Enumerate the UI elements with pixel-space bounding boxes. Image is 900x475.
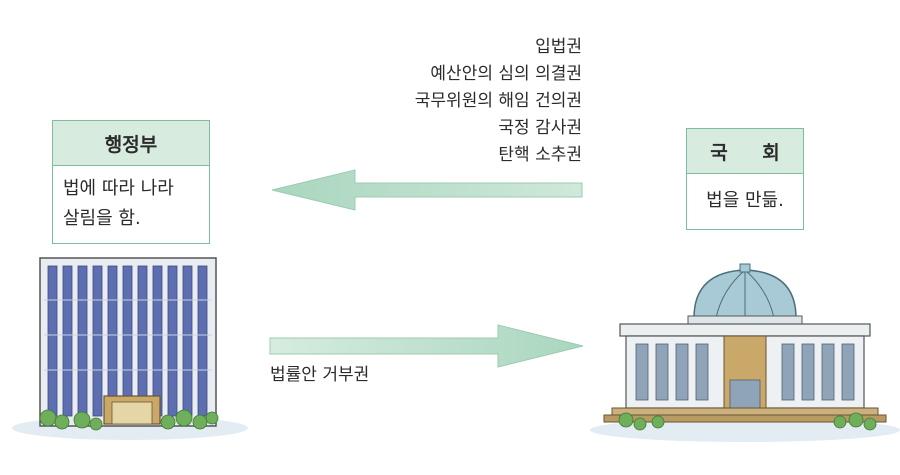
power-item: 입법권 bbox=[535, 37, 582, 57]
government-building-illustration bbox=[12, 257, 248, 440]
government-card: 행정부 법에 따라 나라 살림을 함. bbox=[52, 120, 210, 244]
arrow-to-government bbox=[271, 169, 583, 211]
power-item: 탄핵 소추권 bbox=[498, 145, 582, 165]
government-title: 행정부 bbox=[53, 121, 209, 166]
assembly-powers-list: 입법권 예산안의 심의 의결권 국무위원의 해임 건의권 국정 감사권 탄핵 소… bbox=[320, 34, 582, 169]
arrow-to-assembly bbox=[269, 324, 584, 368]
power-item: 국무위원의 해임 건의권 bbox=[414, 91, 582, 111]
assembly-building-illustration bbox=[590, 263, 900, 442]
government-desc-line2: 살림을 함. bbox=[63, 208, 141, 229]
assembly-title: 국 회 bbox=[687, 129, 803, 174]
veto-power-label: 법률안 거부권 bbox=[270, 365, 370, 385]
assembly-card: 국 회 법을 만듦. bbox=[686, 128, 804, 230]
assembly-description: 법을 만듦. bbox=[706, 190, 784, 211]
power-item: 국정 감사권 bbox=[498, 118, 582, 138]
government-desc-line1: 법에 따라 나라 bbox=[63, 178, 174, 199]
government-description: 법에 따라 나라 살림을 함. bbox=[53, 166, 209, 242]
power-item: 예산안의 심의 의결권 bbox=[430, 64, 582, 84]
